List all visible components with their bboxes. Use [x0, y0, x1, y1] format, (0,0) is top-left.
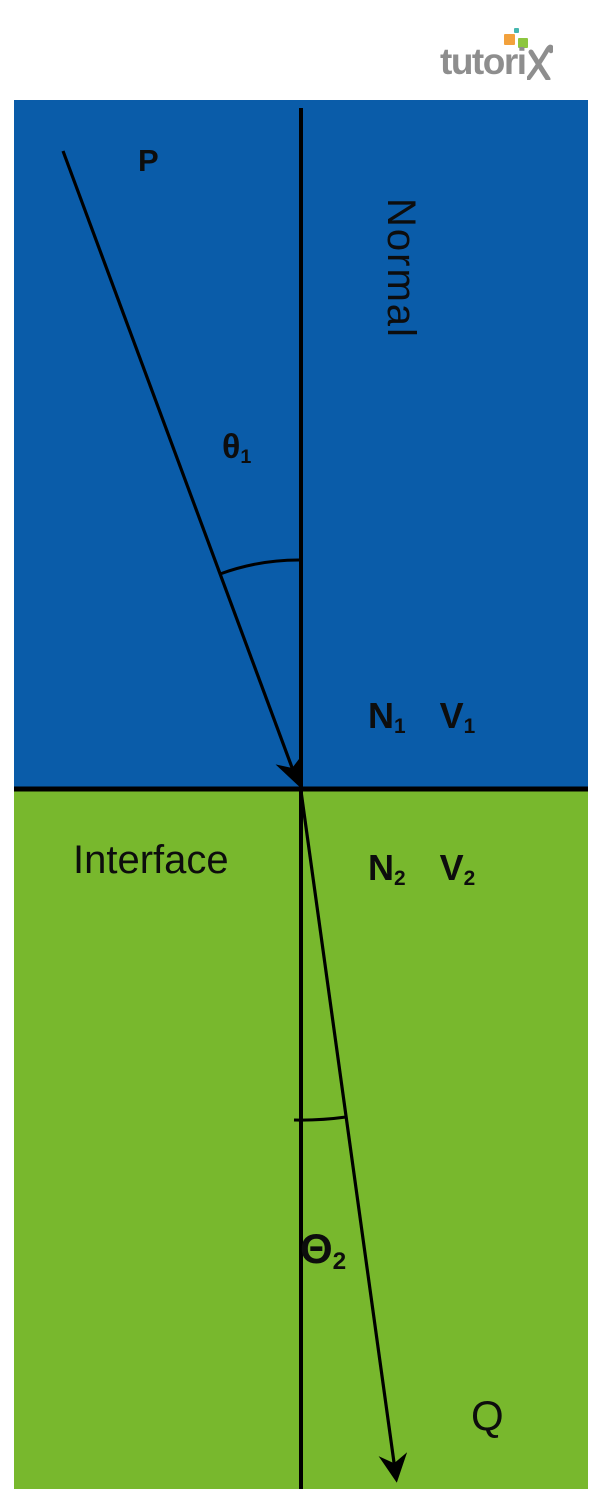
- refracted-ray-line: [299, 790, 408, 1483]
- theta1-angle-arc: [219, 558, 301, 576]
- incident-ray-label: P: [138, 143, 159, 178]
- v1-label: V1: [439, 695, 476, 739]
- medium1-properties: N1 V1: [368, 698, 475, 738]
- n2-label: N2: [368, 847, 406, 891]
- theta2-angle-arc: [293, 1115, 347, 1122]
- logo-swoosh-x-icon: [525, 42, 554, 82]
- theta1-symbol: θ: [222, 428, 241, 466]
- medium2-properties: N2 V2: [368, 850, 475, 890]
- logo-wordmark: tutori: [440, 41, 554, 82]
- theta1-label: θ1: [222, 430, 251, 468]
- theta2-label: Θ2: [300, 1228, 346, 1274]
- theta1-subscript: 1: [240, 445, 252, 468]
- theta2-subscript: 2: [332, 1248, 347, 1276]
- refracted-ray-label: Q: [471, 1392, 504, 1439]
- interface-label: Interface: [73, 838, 229, 882]
- logo-green-square-icon: [518, 38, 528, 48]
- normal-label: Normal: [379, 198, 423, 339]
- incident-ray-line: [61, 150, 303, 787]
- logo-teal-square-icon: [514, 28, 519, 33]
- v2-label: V2: [439, 847, 476, 891]
- theta2-symbol: Θ: [300, 1225, 333, 1272]
- logo-text: tutori: [440, 41, 527, 82]
- logo-orange-square-icon: [504, 34, 515, 45]
- tutorix-logo: tutori: [440, 28, 595, 88]
- n1-label: N1: [368, 695, 406, 739]
